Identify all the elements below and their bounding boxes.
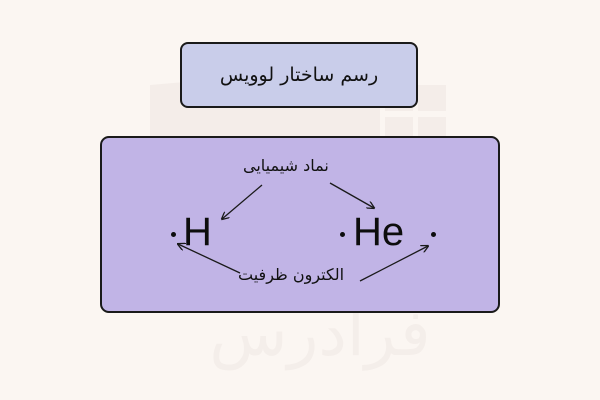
arrow-electron-to-he-dot: [359, 246, 428, 282]
he-valence-dot-left: [340, 232, 345, 237]
arrow-symbol-to-he: [329, 182, 374, 208]
arrow-electron-to-h-dot: [178, 244, 241, 274]
title-box: رسم ساختار لوویس: [180, 42, 418, 108]
arrow-symbol-to-h: [222, 184, 263, 219]
helium-symbol: He: [353, 210, 405, 254]
valence-electron-label: الکترون ظرفیت: [238, 265, 345, 284]
h-valence-dot: [171, 232, 176, 237]
diagram-title: رسم ساختار لوویس: [219, 64, 379, 86]
chemical-symbol-label: نماد شیمیایی: [243, 156, 329, 175]
diagram-panel: [100, 136, 500, 313]
he-valence-dot-right: [431, 232, 436, 237]
hydrogen-symbol: H: [183, 210, 212, 254]
